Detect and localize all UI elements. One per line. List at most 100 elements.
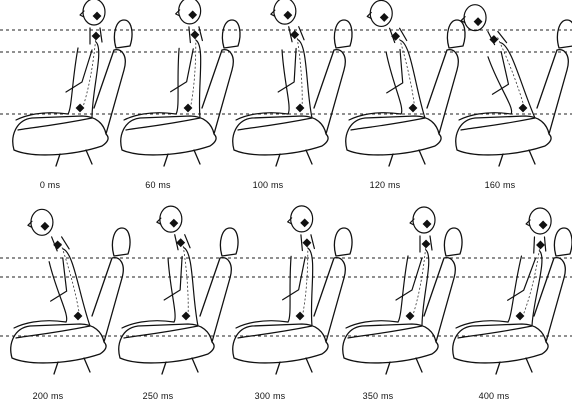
time-label: 100 ms	[253, 180, 284, 190]
diamond-marker	[303, 239, 311, 247]
diamond-marker	[380, 13, 388, 21]
arm-outline	[164, 257, 182, 300]
headrest	[220, 228, 238, 256]
spine-line	[498, 37, 525, 110]
time-label: 120 ms	[370, 180, 401, 190]
head-outline	[83, 0, 105, 25]
diamond-marker	[301, 219, 309, 227]
diamond-marker	[296, 104, 304, 112]
occupant-figure	[121, 0, 240, 166]
arm-outline	[278, 49, 296, 92]
arm-outline	[283, 257, 306, 300]
diamond-marker	[191, 31, 199, 39]
time-label: 60 ms	[145, 180, 171, 190]
spine-line	[190, 35, 196, 110]
seat-outline	[453, 258, 565, 374]
diamond-marker	[74, 312, 82, 320]
diamond-marker	[536, 241, 544, 249]
diamond-marker	[539, 221, 547, 229]
time-label: 160 ms	[485, 180, 516, 190]
time-label: 300 ms	[255, 391, 286, 401]
diamond-marker	[422, 240, 430, 248]
arm-outline	[66, 50, 92, 92]
arm-outline	[508, 259, 536, 300]
diamond-marker	[423, 220, 431, 228]
diamond-marker	[93, 12, 101, 20]
neck-outline	[488, 32, 507, 45]
occupant-figure	[456, 5, 572, 166]
head-outline	[464, 5, 486, 31]
diamond-marker	[519, 104, 527, 112]
diamond-marker	[54, 241, 62, 249]
time-label: 200 ms	[33, 391, 64, 401]
diamond-marker	[291, 31, 299, 39]
head-outline	[179, 0, 201, 24]
leg-outline	[236, 321, 312, 338]
diamond-marker	[409, 104, 417, 112]
torso-outline	[488, 43, 535, 118]
diamond-marker	[76, 104, 84, 112]
head-outline	[529, 208, 551, 234]
leg-outline	[346, 321, 422, 338]
occupant-figure	[11, 209, 130, 374]
occupant-figure	[453, 208, 572, 374]
diamond-marker	[177, 239, 185, 247]
diamond-marker	[41, 222, 49, 230]
torso-outline	[168, 248, 198, 326]
diamond-marker	[184, 104, 192, 112]
occupant-figure	[233, 206, 352, 374]
time-label: 250 ms	[143, 391, 174, 401]
diamond-marker	[284, 11, 292, 19]
seat-outline	[13, 50, 125, 166]
time-label: 400 ms	[479, 391, 510, 401]
seat-outline	[11, 258, 123, 374]
diamond-marker	[182, 312, 190, 320]
seat-outline	[456, 50, 568, 166]
diamond-marker	[516, 312, 524, 320]
head-outline	[31, 209, 53, 235]
headrest	[444, 228, 462, 256]
leg-outline	[14, 321, 90, 338]
diamond-marker	[474, 18, 482, 26]
arm-outline	[396, 258, 422, 300]
headrest	[447, 20, 465, 48]
occupant-figure	[13, 0, 132, 166]
seat-outline	[343, 258, 455, 374]
leg-outline	[459, 113, 535, 130]
occupant-figure	[346, 0, 465, 166]
leg-outline	[456, 321, 532, 338]
occupant-figure	[233, 0, 352, 166]
leg-outline	[349, 113, 425, 130]
leg-outline	[236, 113, 312, 130]
time-label: 0 ms	[40, 180, 60, 190]
leg-outline	[124, 113, 200, 130]
leg-outline	[16, 113, 92, 130]
headrest	[114, 20, 132, 48]
diamond-marker	[189, 11, 197, 19]
head-outline	[413, 207, 435, 233]
diamond-marker	[296, 312, 304, 320]
diamond-marker	[406, 312, 414, 320]
arm-outline	[171, 49, 194, 92]
headrest	[334, 20, 352, 48]
headrest	[334, 228, 352, 256]
spine-line	[302, 243, 308, 318]
head-outline	[370, 0, 392, 26]
head-outline	[160, 206, 182, 232]
headrest	[554, 228, 572, 256]
diamond-marker	[92, 32, 100, 40]
occupant-figure	[119, 206, 238, 374]
arm-outline	[51, 258, 67, 301]
leg-outline	[122, 321, 198, 338]
diamond-marker	[392, 32, 400, 40]
arm-outline	[387, 49, 403, 92]
occupant-figure	[343, 207, 462, 374]
head-outline	[291, 206, 313, 232]
spine-line	[398, 35, 415, 110]
headrest	[557, 20, 572, 48]
headrest	[222, 20, 240, 48]
time-label: 350 ms	[363, 391, 394, 401]
headrest	[112, 228, 130, 256]
